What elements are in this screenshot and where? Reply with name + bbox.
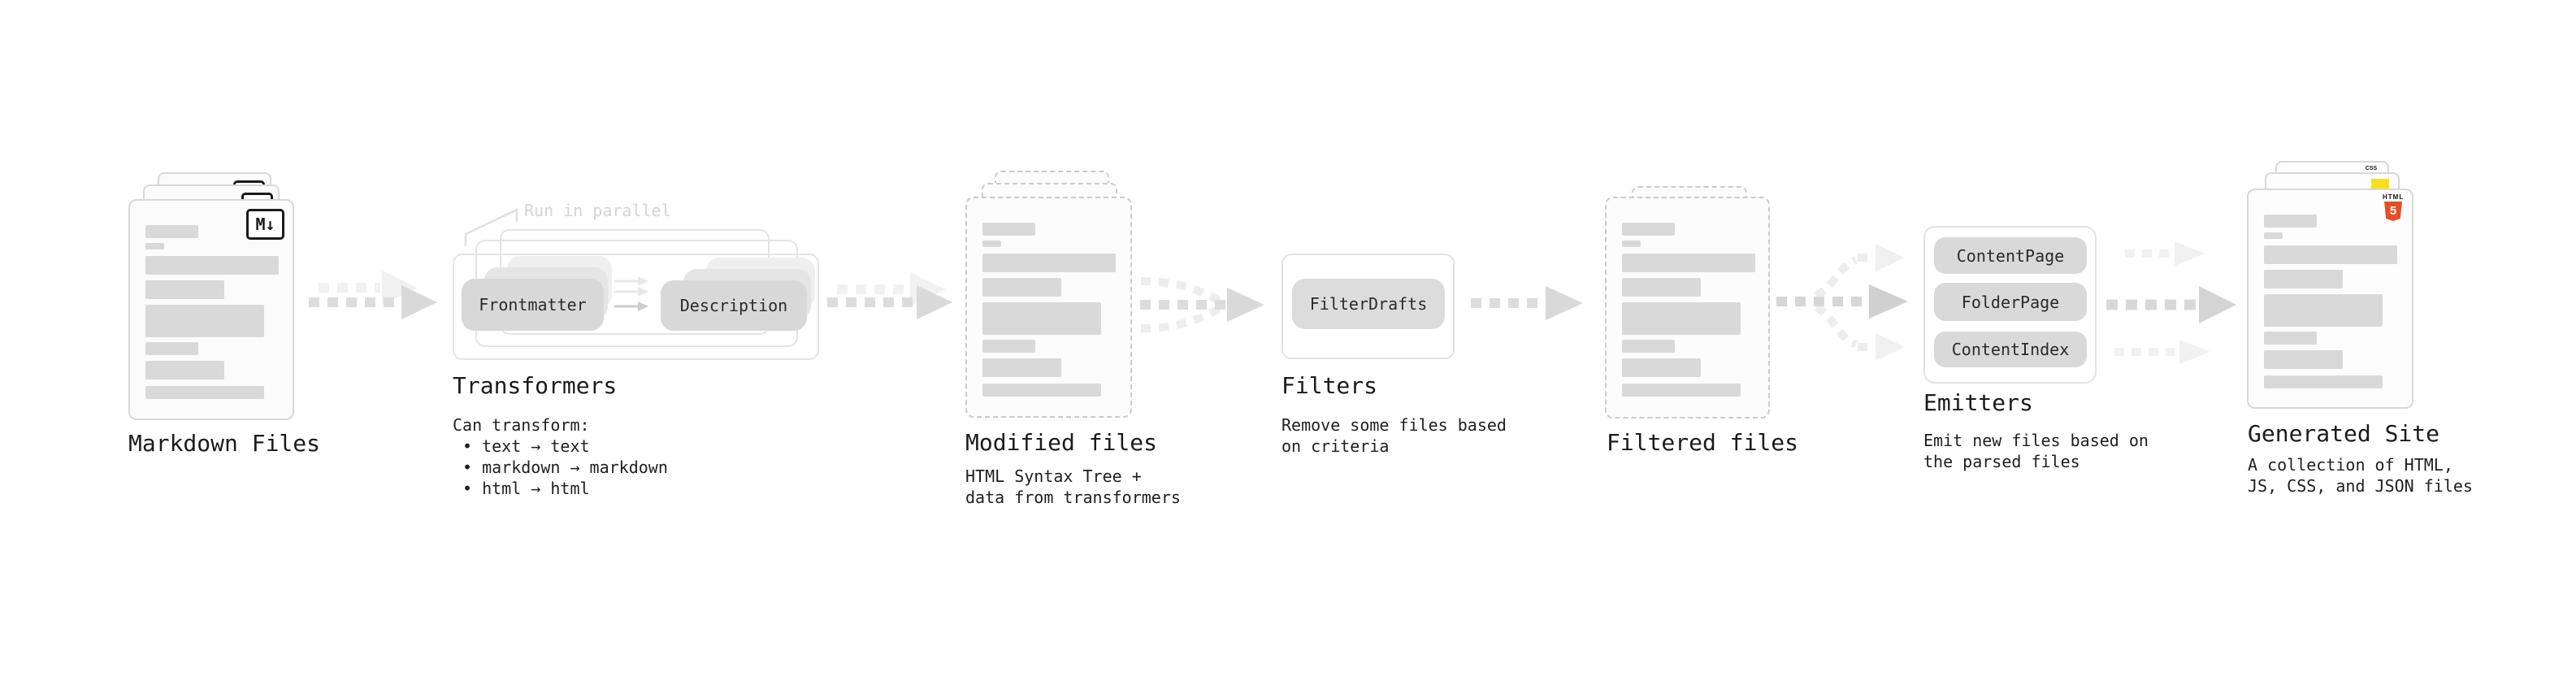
markdown-file-page-front: M↓	[128, 199, 294, 420]
emitter-content-page-pill: ContentPage	[1934, 237, 2087, 274]
desc-line: Remove some files based	[1281, 415, 1507, 435]
desc-line: Can transform:	[453, 415, 590, 435]
parallel-transform-arrows	[614, 276, 648, 311]
arrow-transformers-to-modified	[827, 272, 952, 319]
doc-line	[982, 340, 1035, 353]
desc-line: A collection of HTML,	[2248, 455, 2453, 475]
doc-line	[145, 386, 264, 399]
doc-line	[982, 241, 1001, 247]
emitter-pill-label: ContentIndex	[1951, 340, 2070, 359]
doc-line	[2264, 232, 2283, 239]
doc-line	[145, 243, 164, 249]
doc-line	[1622, 358, 1701, 377]
doc-line	[1622, 278, 1701, 297]
doc-line	[2264, 332, 2317, 345]
markdown-files-label: Markdown Files	[128, 430, 321, 457]
desc-line: • text → text	[462, 436, 590, 456]
transformers-label: Transformers	[453, 372, 618, 399]
modified-file-page-front	[965, 197, 1132, 418]
doc-line	[145, 342, 198, 355]
transformer-frontmatter-pill: Frontmatter	[462, 279, 604, 331]
arrow-markdown-to-transformers	[309, 271, 437, 319]
desc-line: • markdown → markdown	[462, 458, 668, 477]
doc-line	[982, 384, 1101, 397]
doc-line	[1622, 254, 1755, 272]
generated-site-description: A collection of HTML, JS, CSS, and JSON …	[2248, 454, 2473, 497]
transformers-description: Can transform: • text → text • markdown …	[453, 414, 668, 499]
markdown-icon: M↓	[246, 209, 284, 240]
doc-line	[145, 361, 224, 380]
arrow-filters-to-filtered	[1471, 286, 1583, 320]
doc-line	[145, 280, 224, 299]
doc-line	[2264, 294, 2383, 327]
html5-icon-word: HTML	[2383, 193, 2405, 201]
doc-line	[982, 223, 1035, 236]
transformer-description-pill: Description	[661, 280, 807, 331]
doc-line	[1622, 340, 1675, 353]
emitter-pill-label: ContentPage	[1956, 245, 2065, 266]
desc-line: data from transformers	[965, 488, 1181, 507]
doc-line	[2264, 245, 2397, 264]
transformer-description-label: Description	[679, 296, 788, 315]
desc-line: on criteria	[1281, 436, 1390, 456]
filtered-files-label: Filtered files	[1607, 429, 1799, 456]
modified-files-description: HTML Syntax Tree + data from transformer…	[965, 466, 1181, 508]
emitter-folder-page-pill: FolderPage	[1934, 283, 2087, 321]
emitters-label: Emitters	[1923, 389, 2033, 416]
filters-description: Remove some files based on criteria	[1281, 414, 1507, 457]
modified-files-label: Modified files	[965, 429, 1158, 456]
desc-line: Emit new files based on	[1923, 431, 2149, 450]
doc-line	[982, 358, 1061, 377]
js-icon	[2371, 179, 2389, 189]
filter-drafts-pill: FilterDrafts	[1292, 279, 1445, 329]
transformer-frontmatter-label: Frontmatter	[479, 295, 587, 314]
doc-line	[982, 278, 1061, 297]
doc-line	[145, 305, 264, 337]
doc-line	[2264, 375, 2383, 388]
desc-line: HTML Syntax Tree +	[965, 466, 1142, 486]
run-in-parallel-leader-line	[464, 208, 518, 246]
emitter-content-index-pill: ContentIndex	[1934, 332, 2087, 367]
filtered-file-page-front	[1605, 197, 1770, 419]
doc-line	[1622, 241, 1641, 247]
html5-icon-shield: 5	[2384, 202, 2402, 221]
doc-line	[1622, 223, 1675, 236]
doc-line	[1622, 384, 1741, 397]
doc-line	[145, 225, 198, 238]
arrow-filtered-to-emitters	[1776, 244, 1908, 361]
filter-drafts-label: FilterDrafts	[1309, 294, 1428, 314]
emitters-description: Emit new files based on the parsed files	[1923, 430, 2149, 472]
arrow-modified-to-filters	[1140, 277, 1264, 332]
css-icon-word: CSS	[2365, 166, 2378, 171]
generated-html-page: HTML 5	[2247, 189, 2413, 409]
desc-line: • html → html	[462, 479, 590, 498]
filters-label: Filters	[1281, 372, 1378, 399]
doc-line	[145, 256, 279, 275]
doc-line	[2264, 350, 2343, 369]
doc-line	[982, 254, 1116, 272]
arrow-emitters-to-generated	[2106, 241, 2236, 364]
doc-line	[1622, 302, 1741, 335]
generated-site-label: Generated Site	[2248, 420, 2440, 447]
desc-line: JS, CSS, and JSON files	[2248, 476, 2473, 496]
desc-line: the parsed files	[1923, 452, 2080, 471]
run-in-parallel-note: Run in parallel	[524, 201, 671, 220]
doc-line	[982, 302, 1101, 335]
html5-icon: HTML 5	[2383, 193, 2404, 221]
doc-line	[2264, 215, 2317, 228]
doc-line	[2264, 270, 2343, 288]
transformer-container-front	[453, 254, 819, 360]
emitter-pill-label: FolderPage	[1961, 292, 2060, 312]
